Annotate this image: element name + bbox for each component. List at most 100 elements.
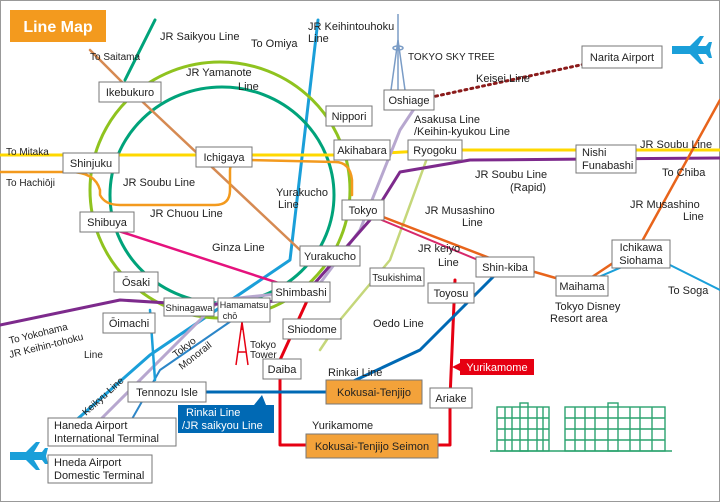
rinkai-line	[173, 268, 502, 394]
svg-text:Yurakucho: Yurakucho	[304, 251, 356, 263]
label-soubu-left: JR Soubu Line	[123, 177, 195, 189]
svg-text:Ichigaya: Ichigaya	[204, 152, 246, 164]
svg-text:Maihama: Maihama	[559, 281, 605, 293]
label-to-soga: To Soga	[668, 285, 709, 297]
station-daiba[interactable]: Daiba	[262, 358, 302, 380]
station-kokusai-tenjijo-seimon[interactable]: Kokusai-Tenjijo Seimon	[305, 433, 439, 459]
station-kokusai-tenjijo[interactable]: Kokusai-Tenjijo	[325, 379, 423, 405]
svg-text:Yurikamome: Yurikamome	[466, 362, 527, 374]
airplane-icon	[10, 442, 48, 470]
keisei-line	[416, 62, 587, 102]
label-skytree: TOKYO SKY TREE	[408, 52, 495, 63]
svg-text:Toyosu: Toyosu	[434, 288, 469, 300]
station-nippori[interactable]: Nippori	[325, 105, 373, 127]
station-maihama[interactable]: Maihama	[555, 275, 609, 297]
station-yurakucho[interactable]: Yurakucho	[299, 245, 361, 267]
svg-text:Shimbashi: Shimbashi	[275, 287, 326, 299]
label-rinkai: Rinkai Line	[328, 367, 382, 379]
station-osaki[interactable]: Ōsaki	[113, 271, 159, 293]
label-oedo: Oedo Line	[373, 318, 424, 330]
svg-text:Nippori: Nippori	[332, 111, 367, 123]
svg-text:Kokusai-Tenjijo: Kokusai-Tenjijo	[337, 387, 411, 399]
svg-text:Hneda Airport: Hneda Airport	[54, 457, 121, 469]
label-asakusa: Asakusa Line	[414, 114, 480, 126]
station-ryogoku[interactable]: Ryogoku	[407, 139, 463, 161]
station-shinagawa[interactable]: Shinagawa	[163, 297, 215, 317]
chuou-line	[0, 158, 354, 207]
svg-text:Domestic Terminal: Domestic Terminal	[54, 470, 144, 482]
label-to-omiya: To Omiya	[251, 38, 298, 50]
svg-text:Akihabara: Akihabara	[337, 145, 387, 157]
label-keisei: Keisei Line	[476, 73, 530, 85]
airplane-icon	[672, 36, 712, 64]
station-toyosu[interactable]: Toyosu	[427, 282, 475, 304]
line-labels: JR Saikyou Line JR Keihintouhoku Line To…	[6, 21, 712, 432]
label-to-mitaka: To Mitaka	[6, 147, 49, 158]
station-akihabara[interactable]: Akihabara	[333, 139, 391, 161]
label-to-chiba: To Chiba	[662, 167, 706, 179]
exhibition-building-icon	[490, 402, 672, 452]
label-tokyo-tower: Tokyo	[250, 340, 277, 351]
svg-text:Tokyo: Tokyo	[349, 205, 378, 217]
svg-text:Oshiage: Oshiage	[389, 95, 430, 107]
station-shin-kiba[interactable]: Shin-kiba	[475, 256, 535, 278]
station-ariake[interactable]: Ariake	[429, 387, 473, 409]
station-tokyo[interactable]: Tokyo	[341, 199, 385, 221]
svg-text:Shiodome: Shiodome	[287, 324, 337, 336]
svg-text:Line: Line	[238, 81, 259, 93]
label-yurikamome: Yurikamome	[312, 420, 373, 432]
svg-text:Funabashi: Funabashi	[582, 160, 633, 172]
label-soubu-right: JR Soubu Line	[640, 139, 712, 151]
svg-text:Ōsaki: Ōsaki	[122, 277, 150, 289]
svg-text:Line: Line	[683, 211, 704, 223]
label-ginza: Ginza Line	[212, 242, 265, 254]
svg-text:Tsukishima: Tsukishima	[372, 273, 422, 284]
svg-text:Kokusai-Tenjijo Seimon: Kokusai-Tenjijo Seimon	[315, 441, 429, 453]
svg-text:/JR saikyou Line: /JR saikyou Line	[182, 420, 263, 432]
map-title: Line Map	[23, 19, 93, 36]
label-to-hachioji: To Hachiōji	[6, 178, 55, 189]
station-shimbashi[interactable]: Shimbashi	[271, 281, 331, 303]
label-saikyou: JR Saikyou Line	[160, 31, 240, 43]
rinkai-callout: Rinkai Line /JR saikyou Line	[178, 395, 274, 433]
svg-text:Ryogoku: Ryogoku	[413, 145, 456, 157]
station-ikebukuro[interactable]: Ikebukuro	[98, 81, 162, 103]
svg-text:Hamamatsu: Hamamatsu	[220, 300, 269, 310]
station-ichigaya[interactable]: Ichigaya	[195, 146, 253, 168]
station-shinjuku[interactable]: Shinjuku	[62, 152, 120, 174]
svg-text:Narita Airport: Narita Airport	[590, 52, 654, 64]
label-soubu-rapid: JR Soubu Line	[475, 169, 547, 181]
svg-text:Ariake: Ariake	[435, 393, 466, 405]
svg-text:Line: Line	[308, 33, 329, 45]
station-tennozu-isle[interactable]: Tennozu Isle	[127, 381, 207, 403]
station-boxes: Ikebukuro Shinjuku Ichigaya Shibuya Ōsak…	[47, 45, 671, 484]
station-tsukishima[interactable]: Tsukishima	[369, 267, 425, 287]
svg-text:Line: Line	[84, 350, 103, 361]
station-oshiage[interactable]: Oshiage	[383, 89, 435, 111]
monorail-line	[119, 307, 251, 441]
station-shiodome[interactable]: Shiodome	[282, 318, 342, 340]
label-yurakucho-line: Yurakucho	[276, 187, 328, 199]
svg-text:Nishi: Nishi	[582, 147, 606, 159]
svg-text:Ichikawa: Ichikawa	[620, 242, 664, 254]
label-keiyo: JR keiyo	[418, 243, 460, 255]
saikyou-line-upper	[123, 18, 157, 82]
station-narita-airport[interactable]: Narita Airport	[581, 45, 663, 69]
station-oimachi[interactable]: Ōimachi	[102, 312, 156, 334]
keiyo-line	[364, 212, 491, 266]
svg-text:Resort area: Resort area	[550, 313, 608, 325]
svg-text:Line: Line	[278, 199, 299, 211]
svg-text:chō: chō	[223, 311, 238, 321]
svg-text:Tennozu Isle: Tennozu Isle	[136, 387, 198, 399]
svg-text:International Terminal: International Terminal	[54, 433, 159, 445]
station-shibuya[interactable]: Shibuya	[79, 211, 135, 233]
svg-text:/Keihin-kyukou Line: /Keihin-kyukou Line	[414, 126, 510, 138]
svg-text:Shibuya: Shibuya	[87, 217, 128, 229]
svg-text:Ōimachi: Ōimachi	[109, 318, 149, 330]
